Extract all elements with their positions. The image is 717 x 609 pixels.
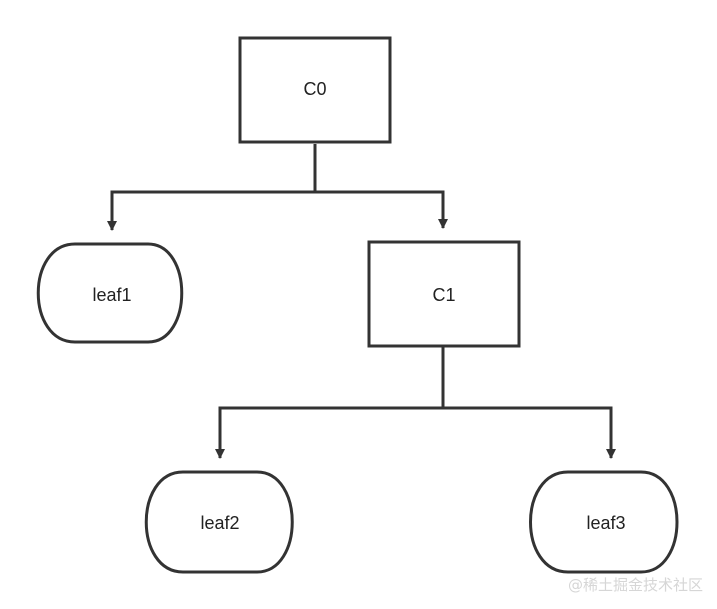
node-c1-shape [367, 240, 521, 348]
node-leaf2-label: leaf2 [200, 513, 239, 533]
edges [107, 144, 616, 459]
edge-c1-leaf3 [443, 406, 616, 459]
node-c0-label: C0 [303, 79, 326, 99]
node-leaf3: leaf3 [529, 470, 679, 574]
node-leaf2: leaf2 [144, 470, 294, 574]
node-c1: C1 [367, 240, 521, 348]
node-c0: C0 [238, 36, 392, 144]
node-c1-label: C1 [432, 285, 455, 305]
node-c0-shape [238, 36, 392, 144]
watermark: @稀土掘金技术社区 [567, 576, 703, 594]
node-leaf3-shape [529, 470, 679, 574]
node-leaf1-label: leaf1 [92, 285, 131, 305]
node-leaf3-label: leaf3 [586, 513, 625, 533]
edge-c1-leaf2 [215, 346, 445, 459]
node-leaf1: leaf1 [36, 242, 184, 344]
node-leaf1-shape [36, 242, 184, 344]
edge-c0-c1 [315, 190, 448, 229]
edge-c0-leaf1 [107, 144, 317, 231]
node-leaf2-shape [144, 470, 294, 574]
